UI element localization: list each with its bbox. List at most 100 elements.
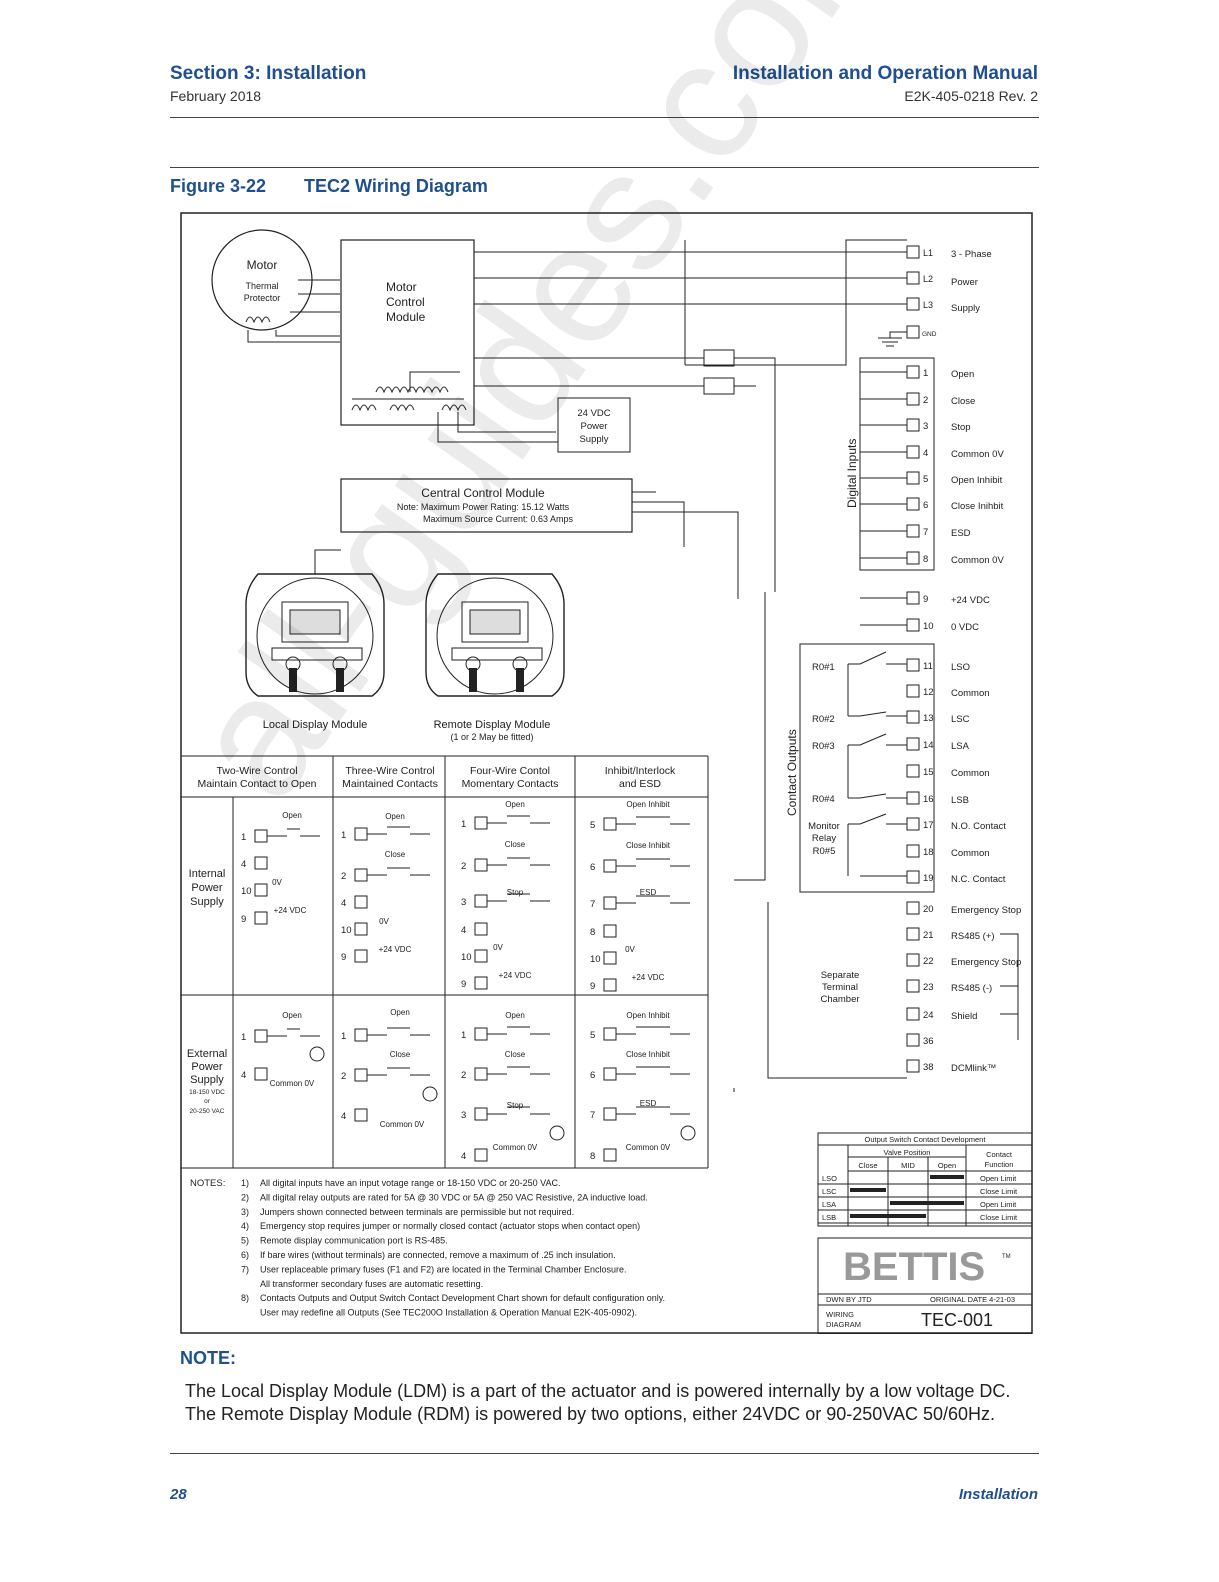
four-wire-ext-common-label: Common 0V [493, 1143, 538, 1152]
two-wire-int-terminal-9: 9 [241, 914, 246, 925]
external-supply-2: Power [191, 1061, 223, 1073]
note-6-number: 6) [241, 1250, 249, 1260]
oscd-row-lso: LSO [822, 1174, 837, 1183]
inhibit-ext-terminal-5-icon [603, 1027, 617, 1041]
mcm-label-2: Control [386, 295, 425, 309]
four-wire-int-terminal-3: 3 [461, 897, 466, 908]
three-wire-ext-terminal-2: 2 [341, 1071, 346, 1082]
inhibit-int-terminal-8: 8 [590, 927, 595, 938]
terminal-10-icon [906, 618, 920, 632]
motor-wires [247, 279, 340, 343]
terminal-6-label: Close Inihbit [951, 501, 1004, 512]
terminal-23-number: 23 [923, 982, 934, 993]
inhibit-int-terminal-5-icon [603, 817, 617, 831]
four-wire-int-close-label: Close [505, 840, 526, 849]
terminal-10-label: 0 VDC [951, 622, 979, 633]
terminal-16-icon [906, 791, 920, 805]
terminal-l3: L3 [923, 300, 933, 310]
relay-r04: R0#4 [812, 794, 835, 805]
monitor-relay-1: Monitor [808, 821, 840, 832]
inhibit-int-0v-label: 0V [625, 945, 635, 954]
four-wire-ext-open-label: Open [505, 1011, 525, 1020]
notes-list: 1)All digital inputs have an input votag… [241, 1178, 665, 1318]
inhibit-int-terminal-5: 5 [590, 820, 595, 831]
two-wire-int-terminal-4: 4 [241, 859, 246, 870]
psu-label-2: Power [581, 421, 608, 432]
notes-label: NOTES: [190, 1178, 225, 1189]
psu-label-3: Supply [579, 434, 608, 445]
external-supply-5: or [204, 1098, 211, 1105]
four-wire-ext-terminal-1-icon [474, 1027, 488, 1041]
three-wire-int-terminal-9: 9 [341, 952, 346, 963]
three-wire-ext-terminal-1: 1 [341, 1031, 346, 1042]
inhibit-ext-open-label: Open Inhibit [626, 1011, 670, 1020]
four-wire-ext-terminal-3-icon [474, 1107, 488, 1121]
terminal-38-label: DCMlink™ [951, 1063, 996, 1074]
ac-source-icon [422, 1086, 438, 1102]
ground-icon [878, 331, 907, 347]
ccm-note-1: Note: Maximum Power Rating: 15.12 Watts [397, 502, 570, 512]
terminal-38-number: 38 [923, 1062, 934, 1073]
terminal-2-icon [906, 392, 920, 406]
two-wire-int-terminal-10-icon [254, 883, 268, 897]
remote-display-module-icon [425, 573, 565, 697]
inhibit-ext-terminal-6-icon [603, 1067, 617, 1081]
terminal-1-icon [906, 365, 920, 379]
three-wire-int-terminal-1-icon [354, 827, 368, 841]
page-number: 28 [170, 1486, 187, 1503]
terminal-20-icon [906, 901, 920, 915]
oscd-row-lsb: LSB [822, 1213, 836, 1222]
terminal-13-label: LSC [951, 714, 970, 725]
wiring-diagram-1: WIRING [826, 1310, 854, 1319]
three-wire-ext-terminal-4-icon [354, 1108, 368, 1122]
oscd-func-lsa: Open Limit [980, 1200, 1017, 1209]
two-wire-int-terminal-1-icon [254, 829, 268, 843]
four-wire-int-terminal-4-icon [474, 922, 488, 936]
three-wire-int-0v-label: 0V [379, 917, 389, 926]
three-wire-int-close-label: Close [385, 850, 406, 859]
note-heading: NOTE: [180, 1348, 236, 1368]
inhibit-int-terminal-9: 9 [590, 981, 595, 992]
wiring-diagram: Motor Thermal Protector Motor Control Mo… [180, 212, 1033, 1334]
two-wire-int-terminal-1: 1 [241, 832, 246, 843]
terminal-15-number: 15 [923, 767, 934, 778]
inhibit-int-open-switch [616, 816, 690, 825]
section-title: Section 3: Installation [170, 63, 367, 84]
relay-r03: R0#3 [812, 741, 835, 752]
terminal-10-number: 10 [923, 621, 934, 632]
terminal-23-icon [906, 979, 920, 993]
terminal-1-label: Open [951, 369, 974, 380]
terminal-16-number: 16 [923, 794, 934, 805]
terminal-11-icon [906, 658, 920, 672]
four-wire-ext-terminal-4: 4 [461, 1151, 466, 1162]
thermal-label-1: Thermal [245, 281, 278, 291]
three-wire-int-open-switch [367, 826, 430, 835]
three-wire-int-terminal-10: 10 [341, 925, 352, 936]
terminal-20-label: Emergency Stop [951, 905, 1021, 916]
terminal-24-number: 24 [923, 1010, 934, 1021]
two-wire-int-24v-label: +24 VDC [274, 906, 307, 915]
two-wire-int-terminal-10: 10 [241, 886, 252, 897]
note-1-text: All digital inputs have an input votage … [260, 1178, 561, 1188]
header-right: Installation and Operation Manual E2K-40… [733, 62, 1038, 106]
monitor-relay-2: Relay [812, 833, 837, 844]
monitor-relay-3: R0#5 [813, 846, 836, 857]
inhibit-ext-esd-label: ESD [640, 1099, 657, 1108]
four-wire-ext-close-label: Close [505, 1050, 526, 1059]
fuse-f1-icon [703, 349, 735, 367]
power-label-3: Supply [951, 303, 980, 314]
note-3-number: 3) [241, 1207, 249, 1217]
terminal-21-icon [906, 927, 920, 941]
oscd-func-lsb: Close Limit [980, 1213, 1018, 1222]
note-2-text: All digital relay outputs are rated for … [260, 1192, 648, 1202]
note-line-1: The Local Display Module (LDM) is a part… [185, 1381, 1011, 1401]
note-9-text: Contacts Outputs and Output Switch Conta… [260, 1293, 665, 1303]
power-label-2: Power [951, 277, 978, 288]
contact-outputs-label: Contact Outputs [785, 729, 799, 816]
four-wire-int-terminal-4: 4 [461, 925, 466, 936]
three-wire-ext-open-switch [367, 1027, 430, 1036]
inhibit-int-terminal-6-icon [603, 859, 617, 873]
oscd-col-mid: MID [901, 1161, 915, 1170]
terminal-14-number: 14 [923, 740, 934, 751]
